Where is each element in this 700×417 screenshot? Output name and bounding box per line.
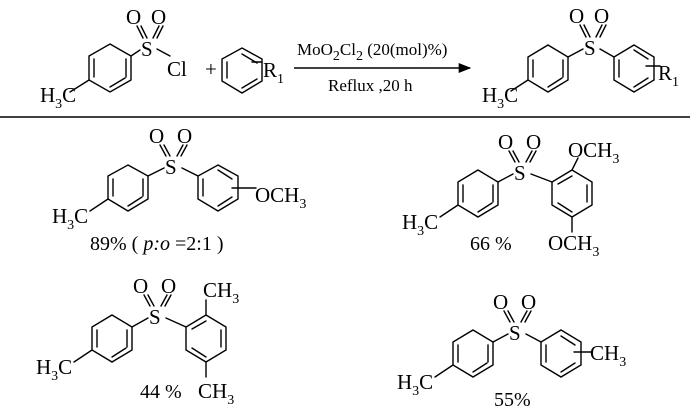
plus-sign: + [205, 57, 217, 81]
product-sulfur-label: S [584, 36, 596, 60]
example-methoxy: H3C S O O OCH3 89% ( p:o =2:1 ) [52, 124, 306, 255]
ex2-oxygen-label: O [526, 130, 541, 154]
ex3-methyl-bottom-label: CH3 [198, 379, 234, 408]
product-methyl-label: H3C [482, 83, 518, 112]
ex4-oxygen-label: O [493, 290, 508, 314]
ex3-methyl-label: H3C [36, 355, 72, 384]
ex2-oxygen-label: O [498, 130, 513, 154]
condition-reflux: Reflux ,20 h [328, 76, 413, 95]
tosyl-methyl-label: H3C [40, 83, 76, 112]
ex2-methyl-label: H3C [402, 210, 438, 239]
tosyl-chlorine-label: Cl [167, 57, 187, 81]
example-methyl: H3C S O O CH3 55% [397, 290, 626, 411]
ex3-methyl-top-label: CH3 [203, 278, 239, 307]
tosyl-sulfur-label: S [141, 37, 153, 61]
condition-catalyst: MoO2Cl2 (20(mol)%) [297, 40, 447, 64]
ex4-methyl-substituent-label: CH3 [590, 341, 626, 370]
ex3-oxygen-label: O [161, 274, 176, 298]
example-dimethyl: H3C S O O CH3 CH3 44 % [36, 274, 239, 408]
tosyl-oxygen-label: O [126, 5, 141, 29]
ex2-yield-label: 66 % [470, 233, 512, 255]
tosyl-oxygen-label: O [151, 5, 166, 29]
ex1-methyl-label: H3C [52, 204, 88, 233]
reagent-arene: R1 [221, 47, 284, 94]
ex4-methyl-label: H3C [397, 370, 433, 399]
product-oxygen-label: O [594, 4, 609, 28]
ex3-oxygen-label: O [133, 274, 148, 298]
ex4-oxygen-label: O [521, 290, 536, 314]
ex4-sulfur-label: S [509, 321, 521, 345]
arene-substituent-label: R1 [263, 58, 284, 87]
ex1-sulfur-label: S [165, 155, 177, 179]
ex1-yield-label: 89% ( p:o =2:1 ) [90, 233, 224, 255]
ex3-yield-label: 44 % [140, 381, 182, 403]
example-dimethoxy: H3C S O O OCH3 OCH3 66 % [402, 130, 619, 260]
ex1-oxygen-label: O [177, 124, 192, 148]
ex1-oxygen-label: O [149, 124, 164, 148]
ex2-sulfur-label: S [514, 161, 526, 185]
ex1-methoxy-label: OCH3 [255, 183, 306, 212]
ex4-yield-label: 55% [494, 389, 531, 411]
ex3-sulfur-label: S [149, 305, 161, 329]
ex2-methoxy-bottom-label: OCH3 [548, 231, 599, 260]
product-substituent-label: R1 [658, 61, 679, 90]
product-diaryl-sulfone: H3C S O O R1 [482, 4, 679, 112]
reagent-tosyl-chloride: H3C S O O Cl [40, 5, 187, 112]
ex2-methoxy-top-label: OCH3 [568, 138, 619, 167]
product-oxygen-label: O [569, 4, 584, 28]
